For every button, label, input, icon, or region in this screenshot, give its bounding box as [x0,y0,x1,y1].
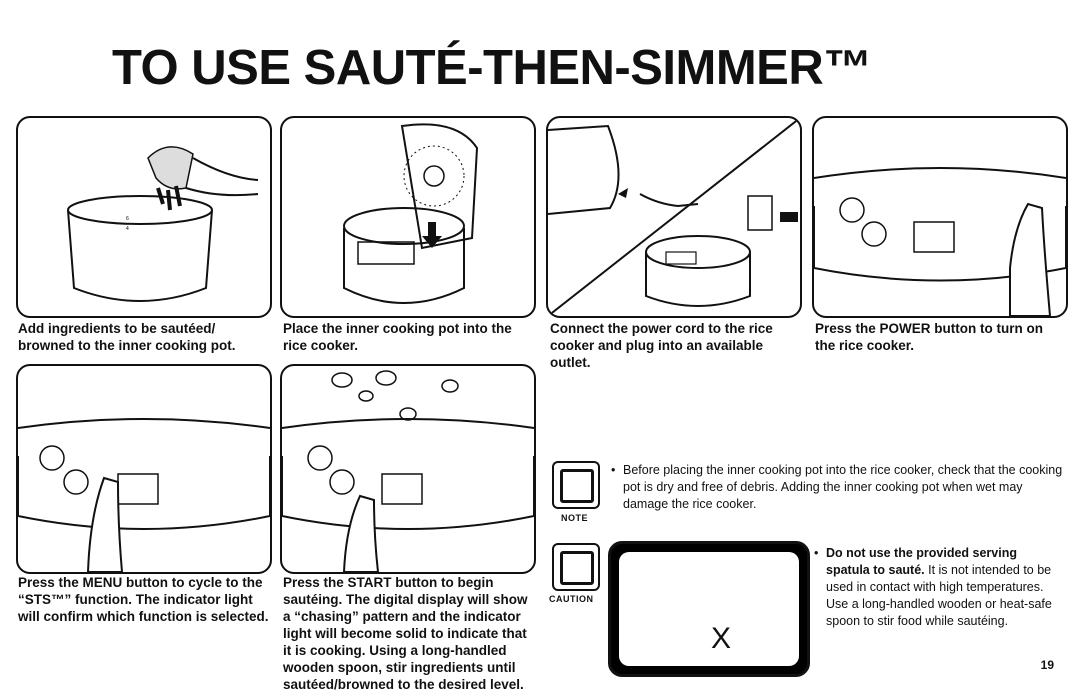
step1-caption: Add ingredients to be sautéed/ browned t… [18,321,236,353]
step3-caption: Connect the power cord to the rice cooke… [550,321,773,370]
menu-button-drawing [18,418,270,572]
pot-ingredients-drawing: 6 4 [67,146,259,302]
caution-x-mark: X [711,622,732,655]
caution-label: CAUTION [549,594,594,604]
step5-illustration [16,364,272,574]
start-button-drawing [282,370,534,572]
note-body: Before placing the inner cooking pot int… [623,463,1063,511]
caution-bold: Do not use the provided serving spatula … [826,546,1017,577]
power-button-drawing [814,167,1066,316]
bullet-dot: • [814,546,819,560]
svg-text:6: 6 [126,216,129,222]
note-label: NOTE [561,513,589,523]
step6-illustration [280,364,536,574]
note-icon [552,461,600,509]
step2-caption: Place the inner cooking pot into the ric… [283,321,512,353]
step6-caption: Press the START button to begin sautéing… [283,575,528,692]
page-title: TO USE SAUTÉ-THEN-SIMMER™ [112,41,872,95]
power-cord-drawing [548,118,800,316]
caution-illustration-frame [619,552,799,666]
step1-illustration: 6 4 [16,116,272,318]
caution-text: • Do not use the provided serving spatul… [814,545,1056,630]
step4-illustration [812,116,1068,318]
step3-illustration [546,116,802,318]
step2-illustration [280,116,536,318]
caution-icon [552,543,600,591]
page-number: 19 [1040,658,1054,672]
caution-illustration: X [608,541,810,677]
caution-body: It is not intended to be used in contact… [826,563,1052,628]
bullet-dot: • [611,463,616,477]
step4-caption: Press the POWER button to turn on the ri… [815,321,1043,353]
note-text: • Before placing the inner cooking pot i… [611,462,1063,513]
step5-caption: Press the MENU button to cycle to the “S… [18,575,269,624]
cooker-with-pot-drawing [343,123,479,304]
svg-text:4: 4 [126,226,129,232]
